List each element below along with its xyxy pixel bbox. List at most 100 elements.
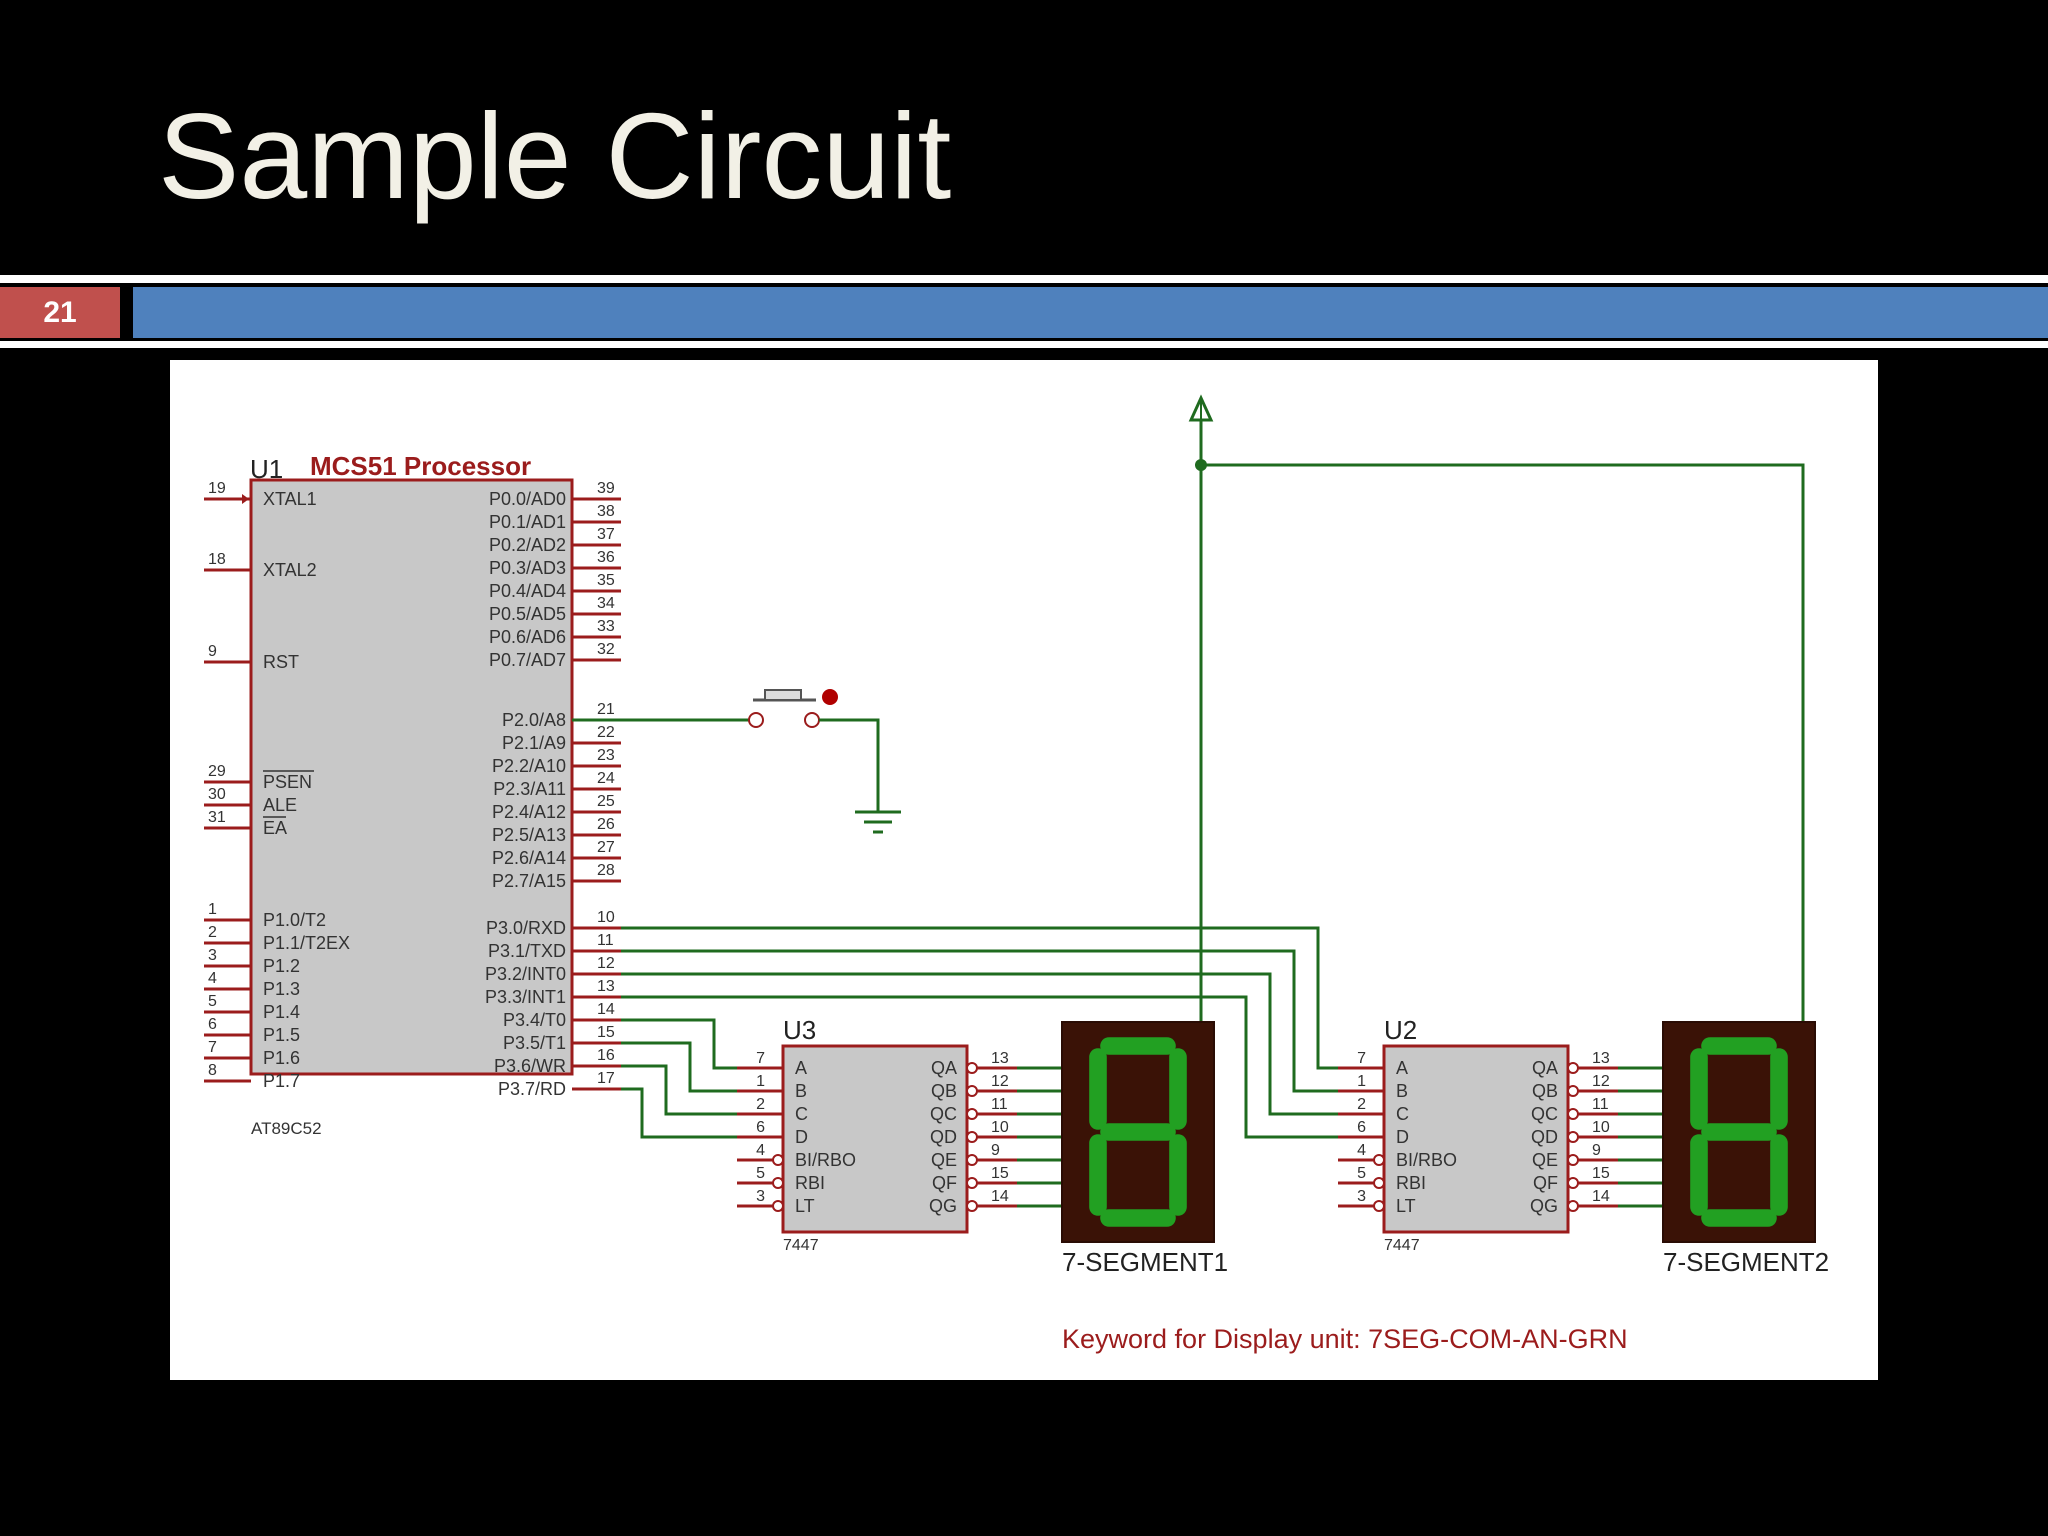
u1-right-pin-number: 34 [597, 595, 615, 612]
inverting-bubble-icon [772, 1154, 784, 1166]
decoder-input-number: 2 [1357, 1096, 1366, 1113]
decoder-input-label: B [795, 1081, 807, 1101]
u1-right-pin-label: P2.3/A11 [493, 779, 566, 799]
decoder-output-number: 14 [1592, 1188, 1610, 1205]
button-contact-left [748, 712, 764, 728]
top-divider [0, 275, 2048, 283]
u1-right-pin-label: P2.4/A12 [492, 802, 566, 822]
u1-right-pin-number: 37 [597, 526, 615, 543]
u1-body [249, 478, 574, 1076]
decoder-input-label: LT [795, 1196, 815, 1216]
power-junction [1195, 459, 1207, 471]
decoder-output-number: 9 [1592, 1142, 1601, 1159]
inverting-bubble-icon [1567, 1131, 1579, 1143]
decoder-output-number: 12 [1592, 1073, 1610, 1090]
u1-right-pin-label: P3.2/INT0 [485, 964, 566, 984]
decoder-output-number: 10 [1592, 1119, 1610, 1136]
u1-right-pin-number: 24 [597, 770, 615, 787]
inverting-bubble-icon [1567, 1108, 1579, 1120]
u1-right-pin-label: P2.0/A8 [502, 710, 566, 730]
decoder-output-label: QC [1531, 1104, 1558, 1124]
u1-left-pin-label: P1.0/T2 [263, 910, 326, 930]
inverting-bubble-icon [966, 1200, 978, 1212]
decoder-output-number: 15 [1592, 1165, 1610, 1182]
decoder-output-label: QA [931, 1058, 957, 1078]
inverting-bubble-icon [1567, 1200, 1579, 1212]
u1-left-pin-label: XTAL2 [263, 560, 317, 580]
button-state-dot [822, 689, 838, 705]
u1-left-pin-label: EA [263, 818, 287, 838]
inverting-bubble-icon [966, 1177, 978, 1189]
u1-right-pin-label: P2.5/A13 [492, 825, 566, 845]
inverting-bubble-icon [1567, 1085, 1579, 1097]
inverting-bubble-icon [1373, 1200, 1385, 1212]
u1-right-pin-number: 33 [597, 618, 615, 635]
p3-wire-to-u2 [621, 995, 1368, 1139]
decoder-input-number: 5 [1357, 1165, 1366, 1182]
u1-right-pin-number: 12 [597, 955, 615, 972]
power-rail [1188, 394, 1805, 1022]
decoder-output-label: QA [1532, 1058, 1558, 1078]
u1-left-pin-label: PSEN [263, 772, 312, 792]
u1-right-pin-number: 22 [597, 724, 615, 741]
u1-right-pin-number: 32 [597, 641, 615, 658]
decoder-part: 7447 [783, 1237, 819, 1254]
decoder-input-number: 4 [1357, 1142, 1366, 1159]
u1-right-pin-number: 23 [597, 747, 615, 764]
u1-left-pin-number: 2 [208, 924, 217, 941]
decoder-input-number: 7 [756, 1050, 765, 1067]
u1-right-pin-number: 38 [597, 503, 615, 520]
u1-right-pin-number: 13 [597, 978, 615, 995]
inverting-bubble-icon [966, 1085, 978, 1097]
decoder-output-label: QG [1530, 1196, 1558, 1216]
decoder-input-label: A [795, 1058, 807, 1078]
decoder-output-number: 14 [991, 1188, 1009, 1205]
u1-right-pin-label: P0.6/AD6 [489, 627, 566, 647]
u1-left-pin-number: 9 [208, 643, 217, 660]
u1-right-pin-number: 15 [597, 1024, 615, 1041]
decoder-input-number: 3 [1357, 1188, 1366, 1205]
decoder-input-number: 6 [1357, 1119, 1366, 1136]
p3-wire-to-u3 [621, 1087, 766, 1139]
u1-right-pin-number: 26 [597, 816, 615, 833]
u1-right-pin-label: P0.0/AD0 [489, 489, 566, 509]
u1-right-pin-number: 11 [597, 932, 614, 949]
u1-right-pin-label: P2.1/A9 [502, 733, 566, 753]
decoder-input-label: C [795, 1104, 808, 1124]
u1-right-pin-label: P3.3/INT1 [485, 987, 566, 1007]
u1-right-pin-label: P3.4/T0 [503, 1010, 566, 1030]
decoder-output-label: QD [1531, 1127, 1558, 1147]
inverting-bubble-icon [772, 1177, 784, 1189]
u1-left-pin-label: P1.6 [263, 1048, 300, 1068]
u1-right-pin-number: 36 [597, 549, 615, 566]
u1-left-pin-label: P1.7 [263, 1071, 300, 1091]
u1-left-pin-number: 29 [208, 763, 226, 780]
decoder-output-number: 10 [991, 1119, 1009, 1136]
u1-right-pin-label: P0.4/AD4 [489, 581, 566, 601]
decoder-input-label: RBI [1396, 1173, 1426, 1193]
decoder-part: 7447 [1384, 1237, 1420, 1254]
u1-left-pin-number: 31 [208, 809, 226, 826]
decoder-output-number: 11 [991, 1096, 1008, 1113]
decoder-input-number: 1 [756, 1073, 765, 1090]
decoder-input-number: 5 [756, 1165, 765, 1182]
decoder-input-label: D [1396, 1127, 1409, 1147]
u1-right-pin-number: 25 [597, 793, 615, 810]
p3-wire-to-u3 [621, 1064, 766, 1116]
u1-right-pin-number: 14 [597, 1001, 615, 1018]
button-wire-right [819, 718, 880, 812]
u1-right-pin-label: P3.1/TXD [488, 941, 566, 961]
display-label: 7-SEGMENT1 [1062, 1247, 1228, 1277]
u1-left-pin-number: 1 [208, 901, 217, 918]
u1-right-pin-label: P3.6/WR [494, 1056, 566, 1076]
p3-wire-to-u2 [621, 949, 1368, 1093]
u1-right-pin-label: P0.1/AD1 [489, 512, 566, 532]
decoder-input-label: B [1396, 1081, 1408, 1101]
u1-right-pin-label: P0.7/AD7 [489, 650, 566, 670]
u1-left-pin-label: P1.3 [263, 979, 300, 999]
button-contact-right [804, 712, 820, 728]
decoder-input-label: D [795, 1127, 808, 1147]
decoder-body [1382, 1044, 1570, 1234]
u1-left-pin-number: 19 [208, 480, 226, 497]
